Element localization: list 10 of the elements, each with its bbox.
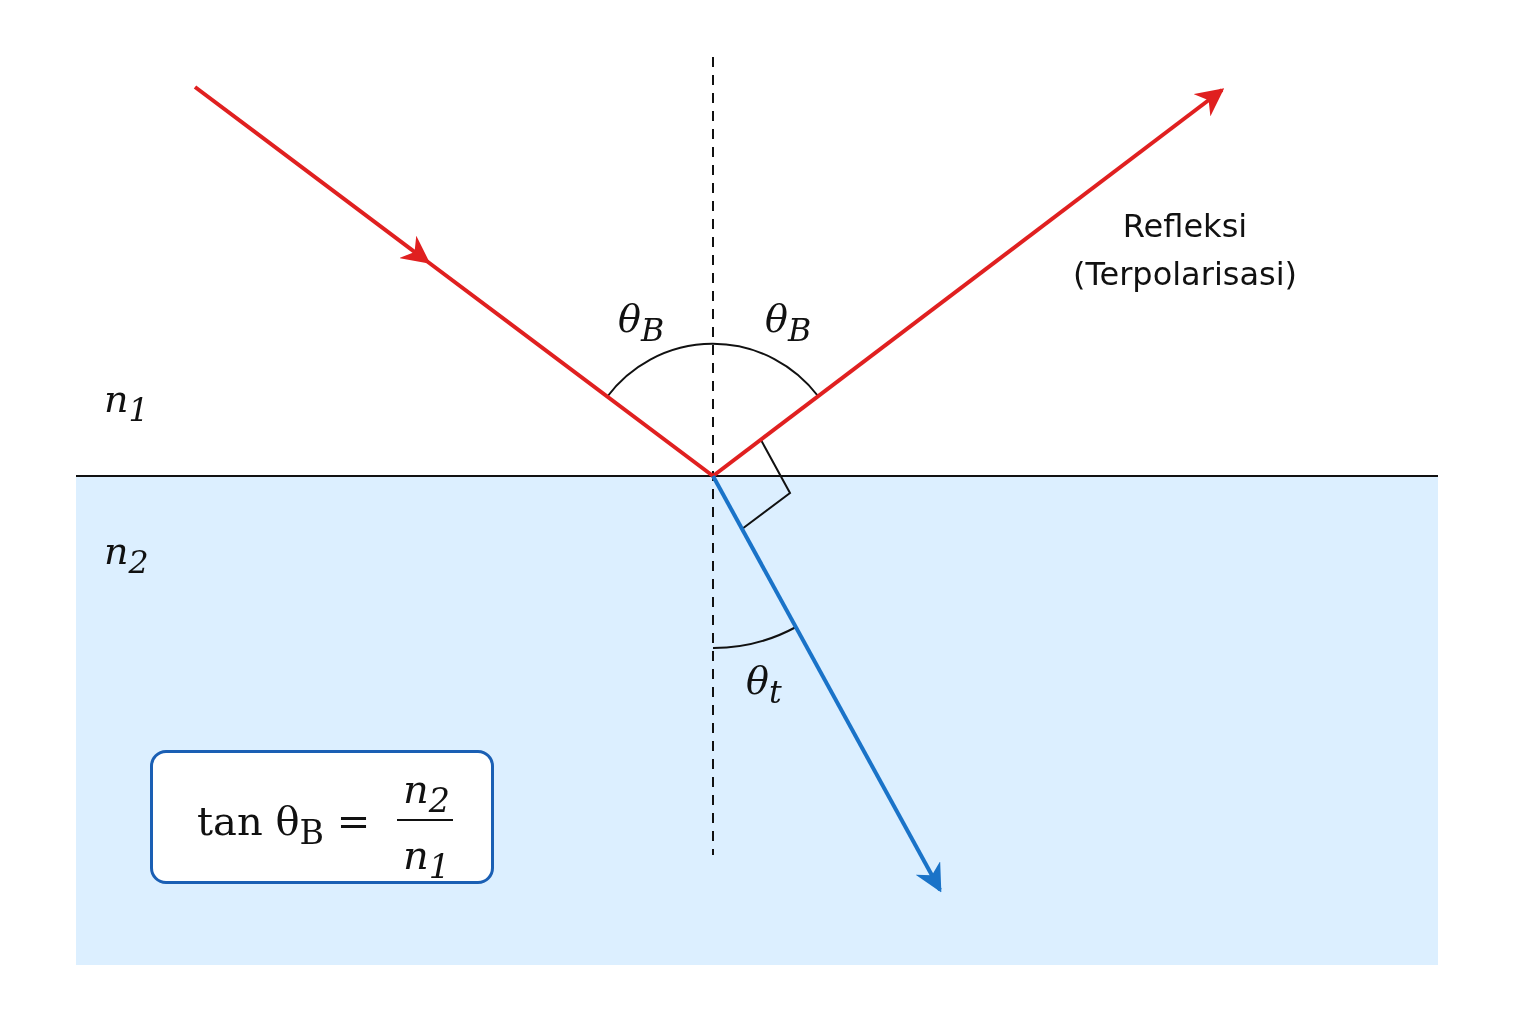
formula-box bbox=[150, 750, 494, 884]
angle-label: θ$_{t}$ bbox=[746, 662, 782, 709]
denominator: n$_{1}$ bbox=[403, 835, 450, 884]
angle-label: θ$_{B}$ bbox=[765, 300, 812, 347]
numerator: n$_{2}$ bbox=[403, 769, 450, 818]
formula-text: tan θ$_{B}$ = bbox=[197, 801, 371, 850]
medium-label: n$_{2}$ bbox=[104, 532, 149, 579]
medium-label: n$_{1}$ bbox=[104, 380, 149, 427]
ray-label: Refleksi (Terpolarisasi) bbox=[1071, 206, 1299, 295]
angle-label: θ$_{B}$ bbox=[618, 300, 665, 347]
